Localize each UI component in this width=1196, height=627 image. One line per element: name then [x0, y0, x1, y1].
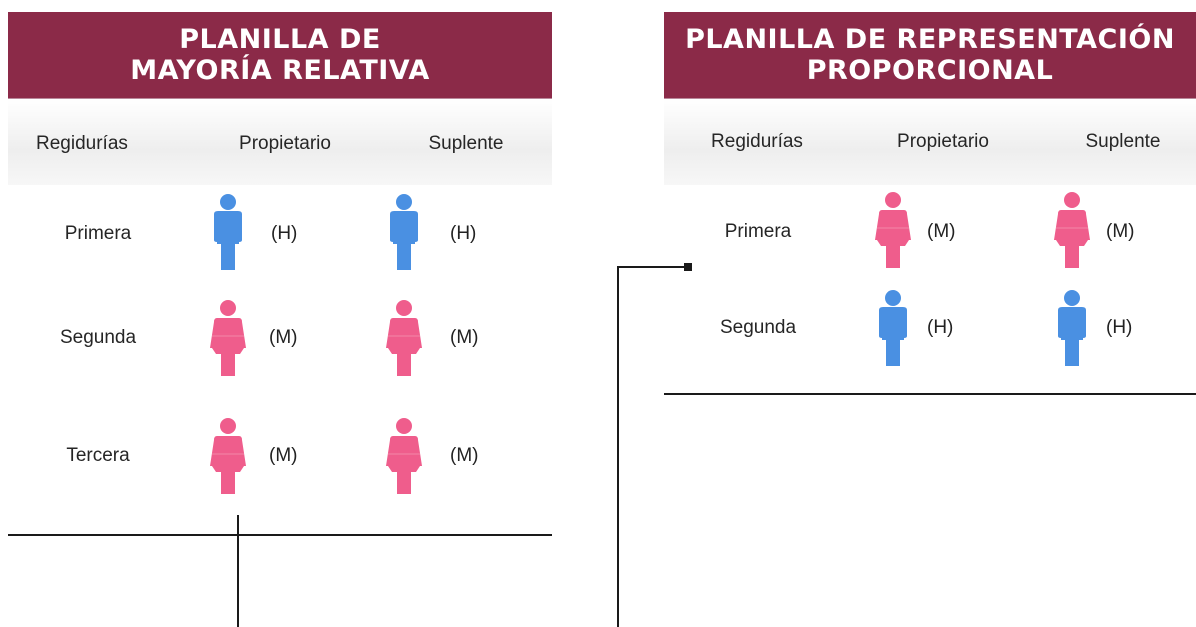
- woman-icon: [384, 298, 424, 378]
- header-regidurias: Regidurías: [711, 131, 803, 152]
- right-bottom-rule: [664, 393, 1196, 395]
- man-icon: [1052, 288, 1092, 368]
- header-regidurias: Regidurías: [36, 133, 128, 154]
- woman-icon: [873, 190, 913, 270]
- connector-vertical-right: [617, 266, 619, 627]
- woman-icon: [208, 298, 248, 378]
- panel-mayoria-relativa: PLANILLA DE MAYORÍA RELATIVA Regidurías …: [8, 12, 552, 494]
- row-label: Segunda: [59, 327, 137, 348]
- gender-label: (H): [271, 223, 298, 244]
- gender-label: (H): [927, 317, 954, 338]
- banner-title-line2: PROPORCIONAL: [806, 55, 1054, 86]
- gender-label: (M): [450, 445, 479, 466]
- row-label: Primera: [724, 221, 792, 242]
- row-label: Primera: [64, 223, 132, 244]
- table-row: Segunda (M) (M): [8, 294, 552, 384]
- man-icon: [208, 192, 248, 272]
- panel-representacion-proporcional: PLANILLA DE REPRESENTACIÓN PROPORCIONAL …: [664, 12, 1196, 366]
- gender-label: (M): [450, 327, 479, 348]
- banner-title-line1: PLANILLA DE REPRESENTACIÓN: [685, 24, 1175, 55]
- header-suplente: Suplente: [1085, 131, 1161, 152]
- left-bottom-rule: [8, 534, 552, 536]
- man-icon: [384, 192, 424, 272]
- banner-representacion-proporcional: PLANILLA DE REPRESENTACIÓN PROPORCIONAL: [664, 12, 1196, 99]
- banner-mayoria-relativa: PLANILLA DE MAYORÍA RELATIVA: [8, 12, 552, 99]
- row-label: Tercera: [66, 445, 130, 466]
- connector-vertical-left: [237, 515, 239, 627]
- gender-label: (H): [1106, 317, 1133, 338]
- header-row: Regidurías Propietario Suplente: [8, 99, 552, 185]
- table-row: Segunda (H) (H): [664, 284, 1196, 374]
- gender-label: (M): [269, 327, 298, 348]
- row-label: Segunda: [719, 317, 797, 338]
- table-row: Primera (H) (H): [8, 190, 552, 280]
- gender-label: (M): [927, 221, 956, 242]
- header-propietario: Propietario: [239, 133, 331, 154]
- table-row: Tercera (M) (M): [8, 412, 552, 502]
- header-row: Regidurías Propietario Suplente: [664, 99, 1196, 185]
- gender-label: (M): [269, 445, 298, 466]
- woman-icon: [1052, 190, 1092, 270]
- woman-icon: [384, 416, 424, 496]
- gender-label: (H): [450, 223, 477, 244]
- header-propietario: Propietario: [897, 131, 989, 152]
- header-suplente: Suplente: [428, 133, 504, 154]
- connector-horizontal: [617, 266, 687, 268]
- woman-icon: [208, 416, 248, 496]
- gender-label: (M): [1106, 221, 1135, 242]
- connector-endpoint-marker: [684, 263, 692, 271]
- banner-title-line1: PLANILLA DE: [179, 24, 381, 55]
- man-icon: [873, 288, 913, 368]
- banner-title-line2: MAYORÍA RELATIVA: [130, 55, 430, 86]
- table-row: Primera (M) (M): [664, 188, 1196, 278]
